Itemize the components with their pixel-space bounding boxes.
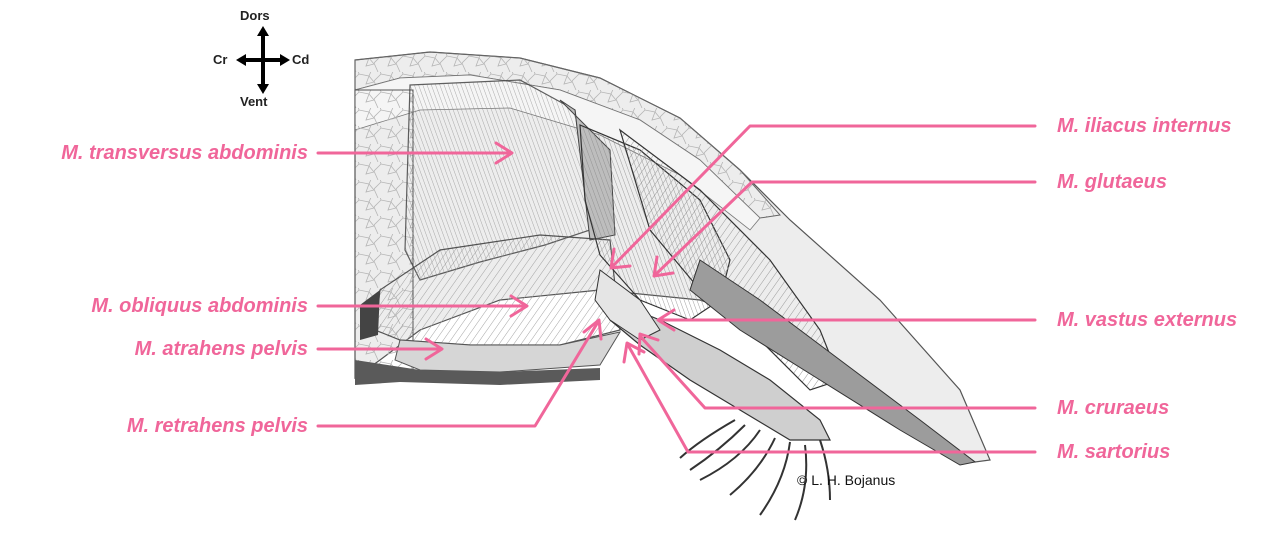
- copyright-notice: © L. H. Bojanus: [797, 472, 895, 488]
- compass-ventral-label: Vent: [240, 95, 267, 109]
- label-retrahens-pelvis: M. retrahens pelvis: [127, 414, 308, 438]
- label-glutaeus: M. glutaeus: [1057, 170, 1167, 194]
- label-iliacus-internus: M. iliacus internus: [1057, 114, 1231, 138]
- label-atrahens-pelvis: M. atrahens pelvis: [135, 337, 308, 361]
- compass-caudal-label: Cd: [292, 53, 309, 67]
- label-cruraeus: M. cruraeus: [1057, 396, 1169, 420]
- label-vastus-externus: M. vastus externus: [1057, 308, 1237, 332]
- compass-dorsal-label: Dors: [240, 9, 270, 23]
- label-sartorius: M. sartorius: [1057, 440, 1170, 464]
- label-transversus-abdominis: M. transversus abdominis: [61, 141, 308, 165]
- orientation-compass: [236, 26, 290, 94]
- label-obliquus-abdominis: M. obliquus abdominis: [91, 294, 308, 318]
- compass-cranial-label: Cr: [213, 53, 227, 67]
